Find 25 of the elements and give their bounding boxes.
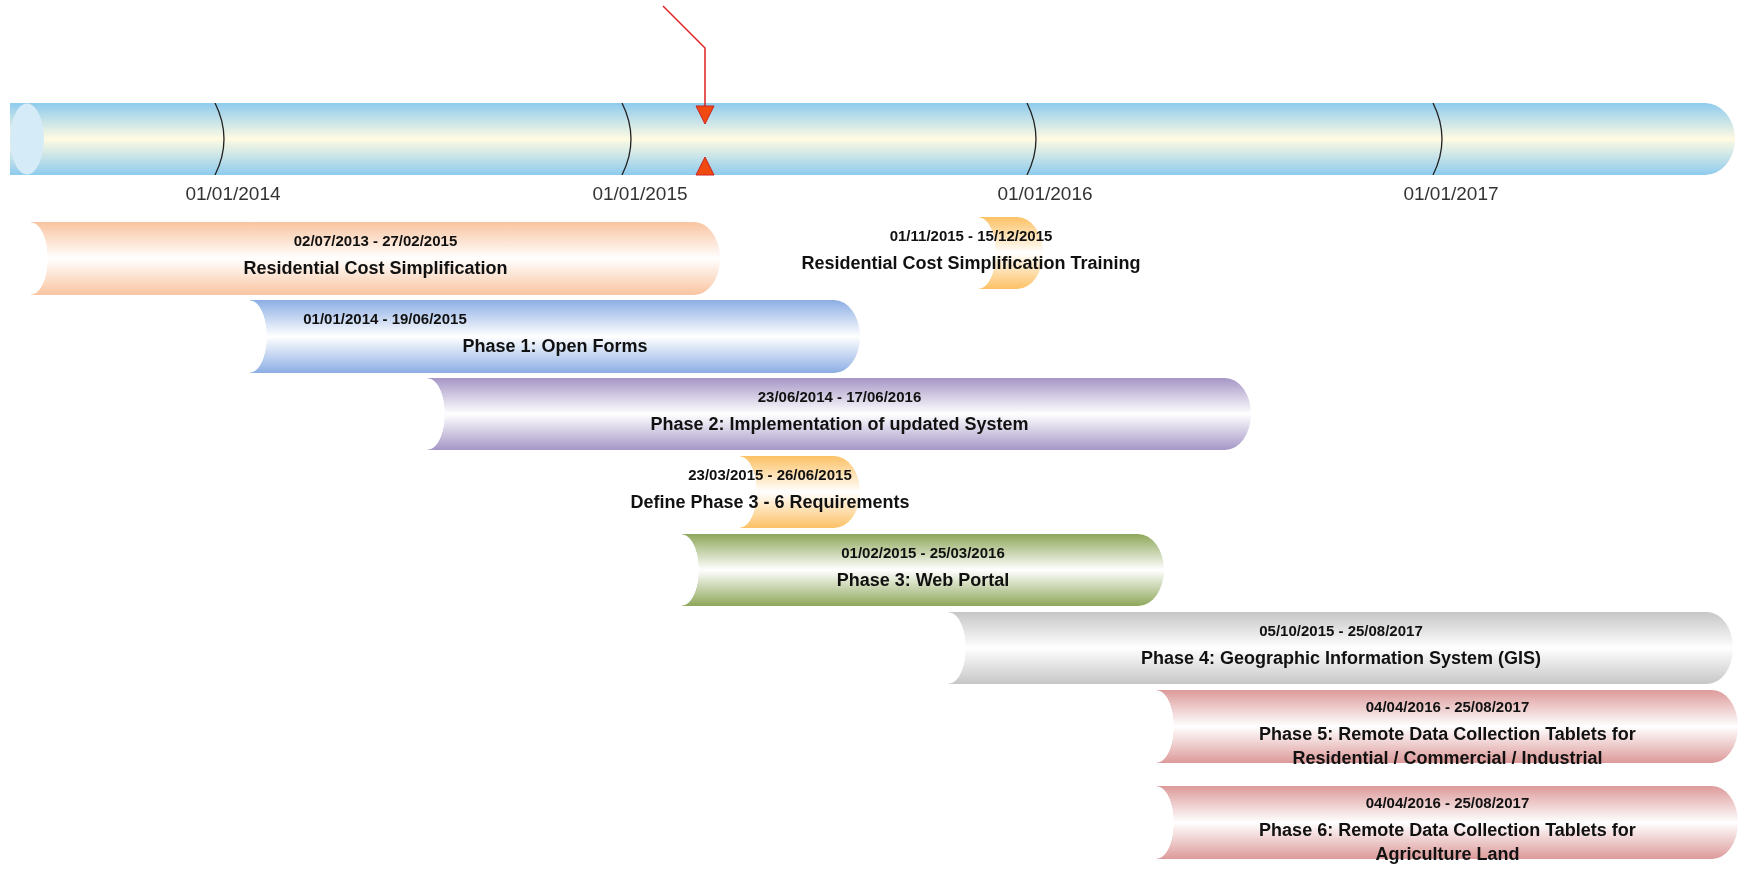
date-range: 04/04/2016 - 25/08/2017	[1365, 794, 1530, 811]
task-name: Phase 4: Geographic Information System (GIS)	[1140, 648, 1542, 669]
date-range: 02/07/2013 - 27/02/2015	[293, 232, 458, 249]
task-bar	[428, 378, 1251, 450]
task-name: Phase 2: Implementation of updated System	[650, 414, 1029, 435]
task-name: Phase 6: Remote Data Collection Tablets for Agriculture Land	[1258, 819, 1637, 866]
task-name: Residential Cost Simplification	[243, 258, 508, 279]
task-name: Phase 3: Web Portal	[836, 570, 1010, 591]
year-label: 01/01/2014	[185, 183, 281, 205]
timeline-bar	[10, 103, 1735, 175]
task-name: Residential Cost Simplification Training	[801, 253, 1141, 274]
task-bar	[682, 534, 1164, 606]
year-label: 01/01/2017	[1403, 183, 1499, 205]
date-range: 01/11/2015 - 15/12/2015	[889, 227, 1053, 244]
date-range: 23/03/2015 - 26/06/2015	[688, 466, 852, 483]
task-name: Phase 1: Open Forms	[462, 336, 648, 357]
year-label: 01/01/2015	[592, 183, 688, 205]
date-range: 04/04/2016 - 25/08/2017	[1365, 698, 1530, 715]
year-label: 01/01/2016	[997, 183, 1093, 205]
task-name: Phase 5: Remote Data Collection Tablets for Residential / Commercial / Industrial	[1258, 723, 1637, 770]
date-range: 05/10/2015 - 25/08/2017	[1259, 622, 1423, 639]
date-range: 23/06/2014 - 17/06/2016	[757, 388, 922, 405]
task-name: Define Phase 3 - 6 Requirements	[630, 492, 910, 513]
date-range: 01/01/2014 - 19/06/2015	[303, 310, 467, 327]
date-range: 01/02/2015 - 25/03/2016	[841, 544, 1005, 561]
